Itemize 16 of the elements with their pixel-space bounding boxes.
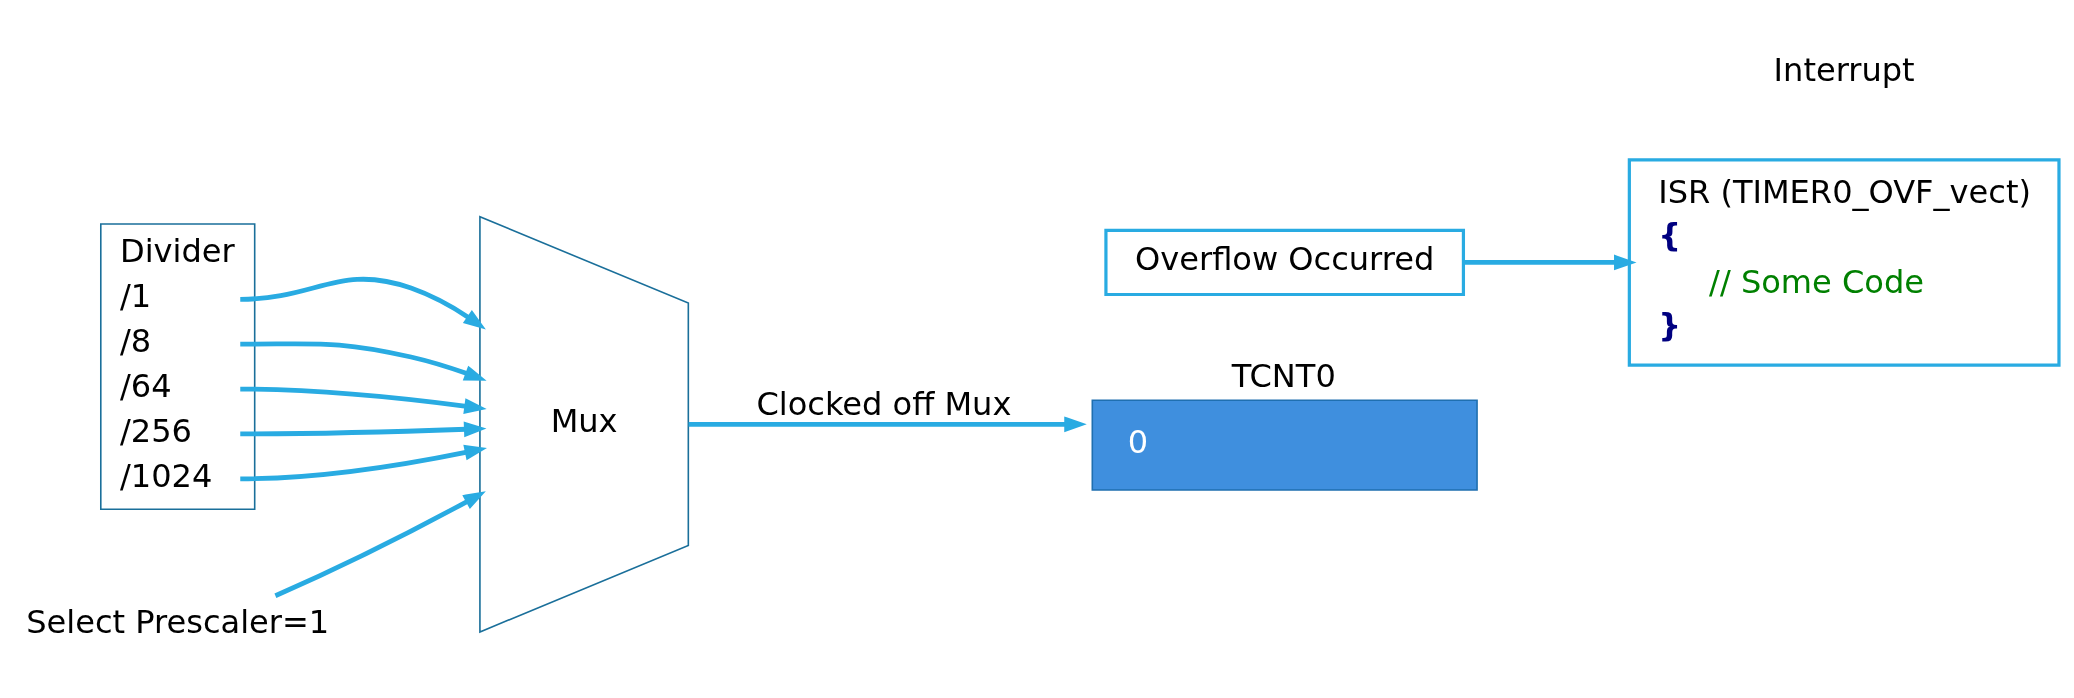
arrow	[240, 386, 487, 414]
label: Interrupt	[1773, 51, 1915, 90]
arrow	[688, 416, 1087, 433]
arrow	[240, 341, 487, 381]
node-box: Mux	[479, 215, 690, 634]
arrow	[274, 491, 486, 598]
arrow	[240, 444, 487, 482]
arrow	[240, 421, 487, 438]
node-box: Overflow Occurred	[1104, 228, 1466, 297]
node-box: Divider /1 /8 /64 /256 /1024	[100, 223, 256, 511]
edge-label: Clocked off Mux	[756, 384, 1012, 423]
arrow	[240, 276, 486, 330]
node-text: Select Prescaler=1	[26, 602, 330, 641]
node-label: TCNT0	[1231, 357, 1336, 396]
node-box: ISR (TIMER0_OVF_vect) { // Some Code }	[1627, 158, 2061, 367]
arrow	[1463, 254, 1637, 271]
